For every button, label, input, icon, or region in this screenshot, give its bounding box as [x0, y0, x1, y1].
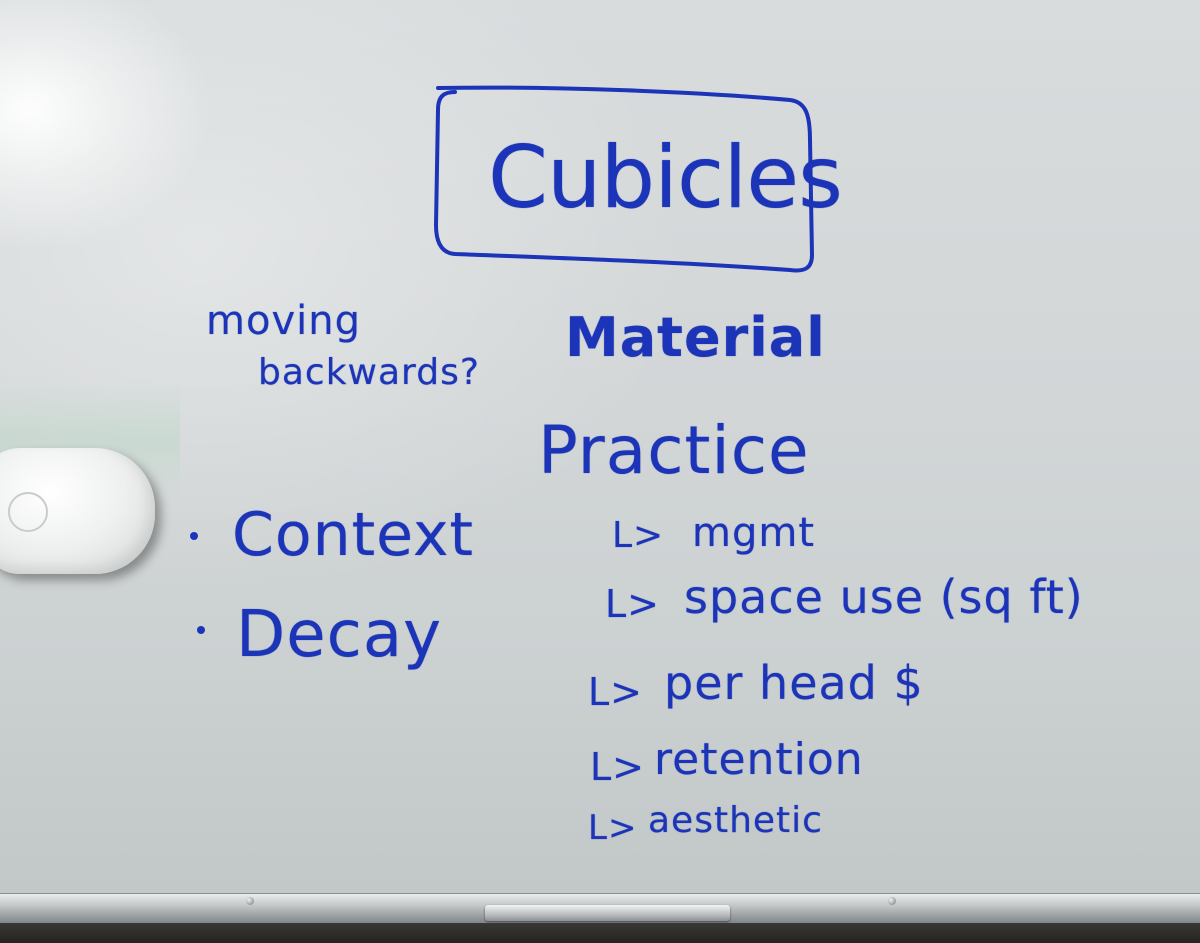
arrow-aesthetic: L>	[588, 808, 638, 848]
bullet-dot-context	[190, 532, 198, 540]
arrow-space-use: L>	[605, 582, 661, 626]
eraser-logo-icon	[8, 492, 48, 532]
arrow-retention: L>	[590, 745, 646, 789]
heading-material: Material	[565, 306, 826, 369]
bullet-dot-decay	[197, 626, 205, 634]
screw-right	[888, 897, 896, 905]
question-line-2: backwards?	[258, 352, 480, 393]
floor	[0, 923, 1200, 943]
title-text: Cubicles	[488, 128, 843, 228]
bullet-decay: Decay	[236, 598, 442, 672]
arrow-per-head: L>	[588, 670, 644, 714]
heading-practice: Practice	[538, 412, 810, 489]
item-aesthetic: aesthetic	[648, 800, 823, 841]
question-line-1: moving	[206, 298, 361, 344]
item-mgmt: mgmt	[692, 510, 816, 556]
bullet-context: Context	[232, 500, 475, 570]
item-space-use: space use (sq ft)	[684, 570, 1084, 624]
title-box	[433, 85, 815, 273]
screw-left	[246, 897, 254, 905]
item-per-head: per head $	[664, 656, 924, 710]
item-retention: retention	[654, 734, 864, 785]
tray-clip	[485, 905, 730, 921]
whiteboard-surface	[0, 0, 1200, 893]
whiteboard-eraser[interactable]	[0, 448, 155, 574]
arrow-mgmt: L>	[612, 515, 665, 556]
